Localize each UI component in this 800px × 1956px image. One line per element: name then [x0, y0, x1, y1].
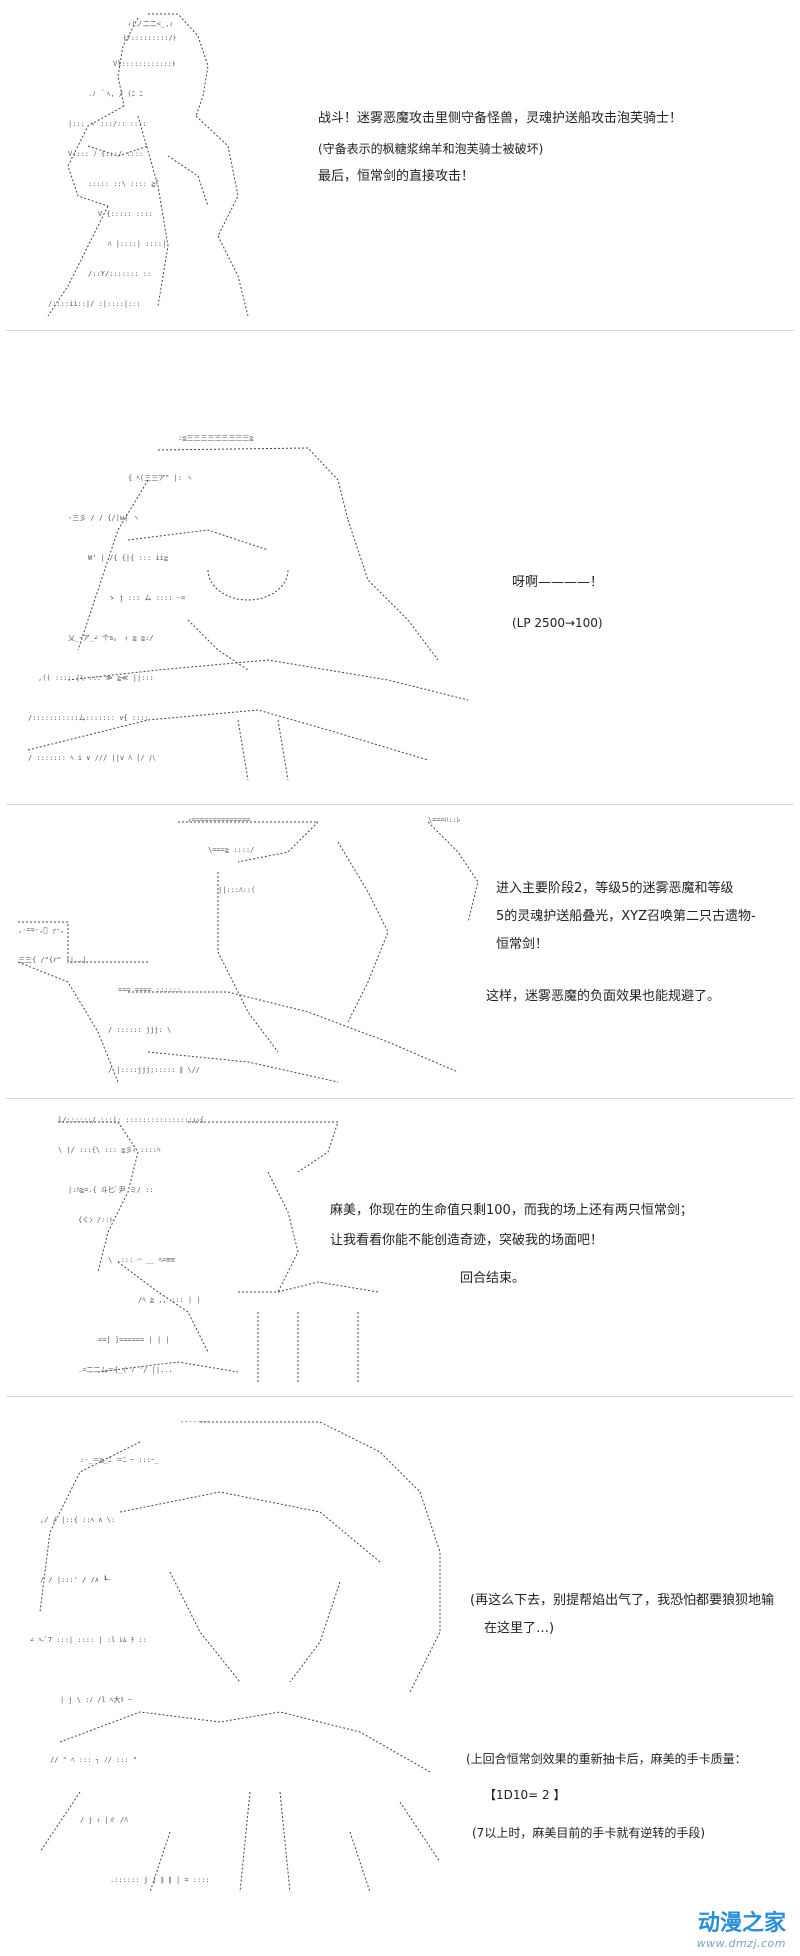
svg-text:三三{ /"{r" ||..|: 三三{ /"{r" ||..| — [18, 956, 87, 964]
ascii-art-character-4: l/::::::/ :::|: ::::::::::::::::ぃ{ \ |/ … — [38, 1112, 438, 1392]
svg-text:|:ﾊ≧=.{ 斗匕ﾞ尹 ミ/ ::: |:ﾊ≧=.{ 斗匕ﾞ尹 ミ/ :: — [68, 1186, 154, 1194]
svg-text:/ / |:::' / /∧ ┗-: / / |:::' / /∧ ┗- — [40, 1575, 112, 1584]
svg-text:,-==-,ﾟ ┌-,: ,-==-,ﾟ ┌-, — [18, 926, 64, 934]
panel-divider — [6, 804, 794, 805]
svg-text:.:::::: j | ∥ ∥ | = ::::: .:::::: j | ∥ ∥ | = :::: — [110, 1876, 210, 1884]
svg-text:=== ==== ::::::: === ==== :::::: — [118, 986, 181, 994]
svg-text:\ |/ :::{\ ::: ≧彡ｨ ::::ﾍ: \ |/ :::{\ ::: ≧彡ｨ ::::ﾍ — [58, 1146, 161, 1154]
site-watermark: 动漫之家 www.dmzj.com — [697, 1905, 786, 1950]
svg-text:Vl::::::::::::ﾄ: Vl::::::::::::ﾄ — [113, 60, 176, 68]
svg-text:/ ::::::: ﾍ i ∨ /// ||v ﾊ |/ 八: / ::::::: ﾍ i ∨ /// ||v ﾊ |/ 八 — [28, 754, 156, 762]
panel-5-line-2: 在这里了…) — [484, 1621, 555, 1636]
svg-text:-三彡 / / {/|w| ヽ: -三彡 / / {/|w| ヽ — [68, 514, 140, 522]
svg-text:/ﾍ ≧ ,, ::: | |: /ﾍ ≧ ,, ::: | | — [138, 1296, 201, 1304]
svg-text:∠ ﾍ-ﾞ7 :::| :::: | :l ﾚﾑ ﾁ ::: ∠ ﾍ-ﾞ7 :::| :::: | :l ﾚﾑ ﾁ :: — [30, 1636, 147, 1644]
panel-5-line-5: (7以上时，麻美目前的手卡就有逆转的手段) — [472, 1826, 705, 1840]
watermark-logo: 动漫之家 — [697, 1911, 786, 1936]
svg-text:| j \ :ﾉ /l ﾍ大ﾘ ｰ: | j \ :ﾉ /l ﾍ大ﾘ ｰ — [60, 1695, 132, 1704]
svg-text:.ﾉ ｀ﾍ, / (ﾆ ﾆ: .ﾉ ｀ﾍ, / (ﾆ ﾆ — [88, 89, 143, 98]
svg-text:-------: ------- — [180, 1418, 210, 1426]
svg-text:ゝ j ::: ム :::: -=: ゝ j ::: ム :::: -= — [108, 594, 185, 602]
svg-text::-_＝≧_ﾆ ＝ﾆ ｰ :::ｰ_: :-_＝≧_ﾆ ＝ﾆ ｰ :::ｰ_ — [80, 1456, 159, 1464]
svg-text:/ :::::: jjj: \: / :::::: jjj: \ — [108, 1026, 171, 1034]
svg-text:,(( :::: |\ ::: ≫ ≧≪ ||:::: ,(( :::: |\ ::: ≫ ≧≪ ||::: — [38, 674, 154, 682]
panel-5-line-1: (再这么下去，别提帮焰出气了，我恐怕都要狼狈地输 — [470, 1593, 775, 1608]
svg-text:{くﾝ /::ﾄ: {くﾝ /::ﾄ — [78, 1216, 113, 1224]
ascii-art-character-3: ｨ============== \===≧ ::::/ \===ﾊ::ﾚ ||:… — [8, 812, 488, 1092]
svg-text:W' | /{ {|{ ::: ii≧: W' | /{ {|{ ::: ii≧ — [88, 554, 168, 562]
svg-text:V:::: ﾉ {:::/ ::::: V:::: ﾉ {:::/ :::: — [68, 150, 143, 158]
dice-roll-result: 【1D10= 2 】 — [484, 1788, 566, 1802]
panel-1-line-3: 最后，恒常剑的直接攻击！ — [318, 169, 475, 184]
svg-text:/::Y/::::::: ::: /::Y/::::::: :: — [88, 270, 151, 278]
svg-text:ﾊ |::::| ::::|: ﾊ |::::| ::::| — [108, 240, 166, 248]
svg-text:|::: ヽ :::/:: ::::: |::: ヽ :::/:: :::: — [68, 120, 147, 128]
panel-4-line-2: 让我看看你能不能创造奇迹，突破我的场面吧！ — [330, 1233, 604, 1248]
svg-text:// " ﾍ ::: ┐ ﾉ/ ::: ": // " ﾍ ::: ┐ ﾉ/ ::: " — [50, 1756, 137, 1764]
panel-2-line-2: (LP 2500→100) — [512, 616, 603, 630]
panel-2-line-1: 呀啊————！ — [512, 575, 604, 590]
svg-text:\ ,::: ⌒ __ ﾍ=≡≡: \ ,::: ⌒ __ ﾍ=≡≡ — [108, 1256, 175, 1264]
svg-text:\===ﾊ::ﾚ: \===ﾊ::ﾚ — [428, 816, 461, 824]
svg-text:==[ ]====== | | |: ==[ ]====== | | | — [98, 1336, 170, 1344]
svg-text:ｨ==============: ｨ============== — [188, 816, 251, 824]
panel-divider — [6, 1098, 794, 1099]
svg-text:l/::::::/ :::|: ::::::::::::::: l/::::::/ :::|: ::::::::::::::::ぃ{ — [58, 1116, 204, 1124]
svg-text:乂_ｰア_∠ 个s。 ｨ ≧ ≧:/: 乂_ｰア_∠ 个s。 ｨ ≧ ≧:/ — [68, 634, 154, 642]
svg-text::≦三三三三三三三三三≧: :≦三三三三三三三三三≧ — [178, 434, 254, 442]
svg-text:\===≧ ::::/: \===≧ ::::/ — [208, 846, 254, 854]
svg-text:/:::::::::::ム::::::: v{ ::::: /:::::::::::ム::::::: v{ :::: — [28, 714, 149, 722]
panel-3-line-3: 恒常剑！ — [496, 937, 549, 952]
svg-text:,/ / |::{ ::ﾍ ∧ \:: ,/ / |::{ ::ﾍ ∧ \: — [40, 1516, 115, 1524]
svg-text:.=二二ム＝[_( ﾉ '/ ||...: .=二二ム＝[_( ﾉ '/ ||... — [78, 1366, 173, 1374]
panel-4-line-3: 回合结束。 — [460, 1271, 526, 1286]
panel-divider — [6, 330, 794, 331]
panel-3-line-1: 进入主要阶段2，等级5的迷雾恶魔和等级 — [496, 881, 734, 896]
svg-text:V {::::: ::::: V {::::: :::: — [98, 210, 153, 218]
ascii-art-character-2: :≦三三三三三三三三三≧ { ﾍ(三三ア" |: ヽ -三彡 / / {/|w|… — [8, 420, 478, 800]
panel-1-line-2: (守备表示的枫糖浆绵羊和泡芙骑士被破坏) — [318, 142, 544, 156]
svg-text:/::::ii::|/ :|::::|:::: /::::ii::|/ :|::::|::: — [48, 300, 141, 308]
panel-3-line-4: 这样，迷雾恶魔的负面效果也能规避了。 — [486, 989, 721, 1004]
svg-text:{ ﾍ(三三ア" |: ヽ: { ﾍ(三三ア" |: ヽ — [128, 474, 193, 482]
panel-3-line-2: 5的灵魂护送船叠光，XYZ召唤第二只古遗物- — [496, 909, 756, 924]
ascii-art-character-1: ｨ(ノ二二<_,ｨ ﾄ/:::::::::/ﾄ Vl::::::::::::ﾄ … — [28, 6, 268, 324]
panel-divider — [6, 1396, 794, 1397]
svg-text:ﾄ/:::::::::/ﾄ: ﾄ/:::::::::/ﾄ — [123, 34, 176, 42]
ascii-art-character-5: ------- :-_＝≧_ﾆ ＝ﾆ ｰ :::ｰ_ ,/ / |::{ ::ﾍ… — [20, 1412, 460, 1912]
svg-text:||:::ﾊ::(: ||:::ﾊ::( — [218, 886, 255, 894]
svg-text:ｨ(ノ二二<_,ｨ: ｨ(ノ二二<_,ｨ — [128, 20, 173, 28]
svg-text:::::: ::\ :::: ≧｢: ::::: ::\ :::: ≧｢ — [88, 180, 159, 188]
panel-5-line-3: (上回合恒常剑效果的重新抽卡后，麻美的手卡质量： — [466, 1752, 747, 1766]
svg-text:/ |::::jjj;::::: ∥ \//: / |::::jjj;::::: ∥ \// — [108, 1066, 200, 1074]
panel-4-line-1: 麻美，你现在的生命值只剩100，而我的场上还有两只恒常剑； — [330, 1203, 693, 1218]
svg-text:/ j ｨ |∥ /ﾊ: / j ｨ |∥ /ﾊ — [80, 1816, 128, 1824]
watermark-url: www.dmzj.com — [696, 1937, 786, 1950]
panel-1-line-1: 战斗！迷雾恶魔攻击里侧守备怪兽，灵魂护送船攻击泡芙骑士！ — [318, 111, 683, 126]
